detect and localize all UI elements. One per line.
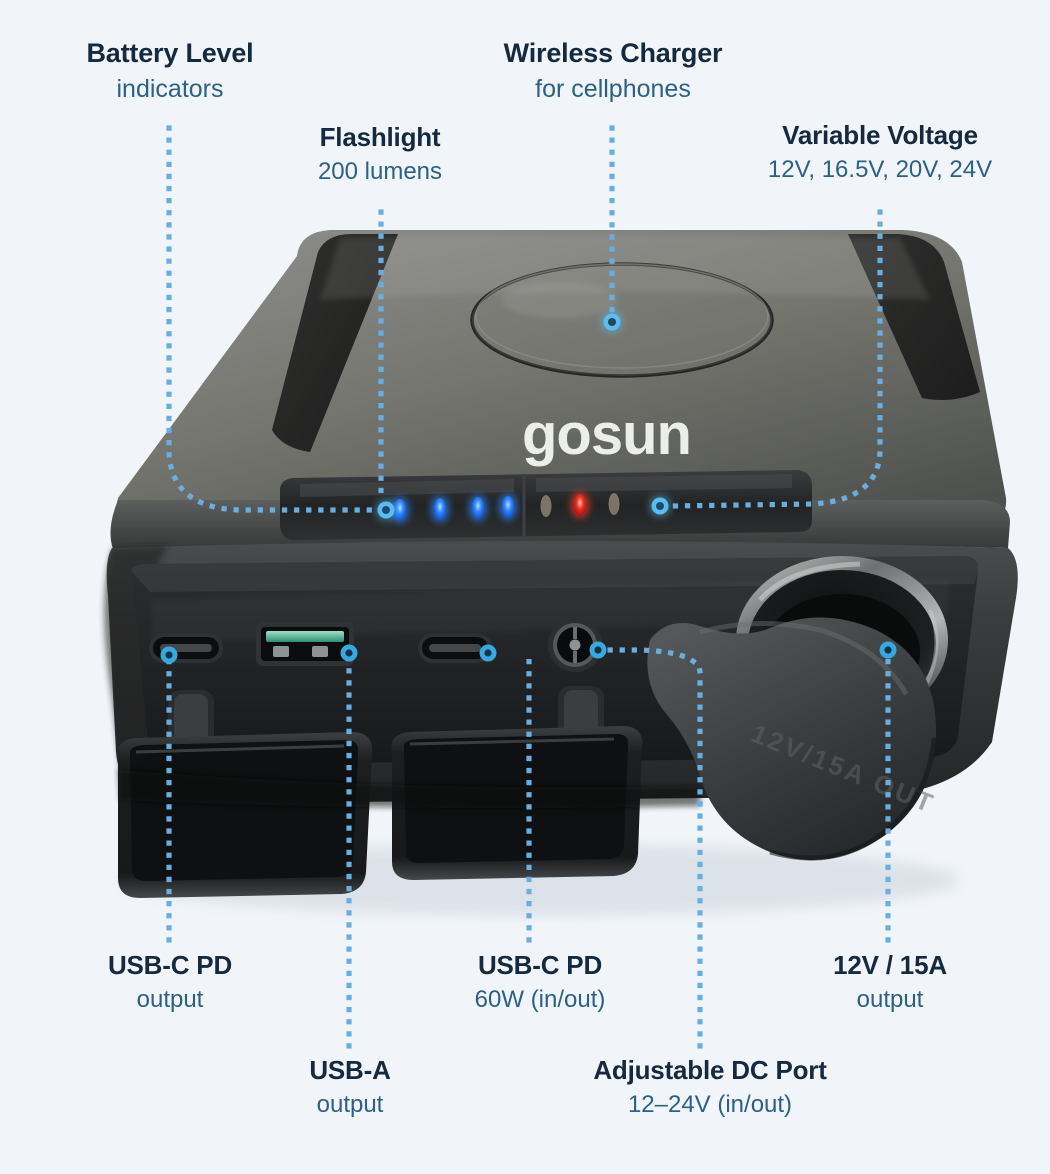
callout-flashlight: Flashlight 200 lumens: [210, 122, 550, 186]
callout-title-12v-15a: 12V / 15A: [833, 950, 947, 980]
callout-usb-a: USB-A output: [180, 1055, 520, 1119]
callout-title-usb-c-pd-left: USB-C PD: [107, 950, 233, 980]
callout-title-flashlight: Flashlight: [319, 122, 441, 152]
led-battery-2: [434, 498, 446, 520]
led-battery-1: [394, 499, 406, 521]
variable-voltage-leds: [540, 492, 620, 518]
led-voltage-3: [608, 493, 620, 515]
adjustable-dc-port: [548, 618, 602, 672]
callout-title-usb-c-pd-60w: USB-C PD: [477, 950, 603, 980]
brand-logo: gosun: [522, 402, 691, 467]
callout-subtitle-usb-c-pd-left: output: [136, 985, 204, 1013]
led-battery-3: [472, 497, 484, 519]
callout-12v-15a: 12V / 15A output: [720, 950, 1050, 1014]
callout-title-usb-a: USB-A: [309, 1055, 391, 1085]
usb-c-port-left: [149, 633, 223, 663]
callout-subtitle-12v-15a: output: [856, 985, 924, 1013]
callout-subtitle-usb-c-pd-60w: 60W (in/out): [474, 985, 606, 1013]
port-cover-left: [117, 690, 373, 898]
led-voltage-1: [540, 495, 552, 517]
callout-usb-c-pd-60w: USB-C PD 60W (in/out): [370, 950, 710, 1014]
callout-variable-voltage: Variable Voltage 12V, 16.5V, 20V, 24V: [710, 120, 1050, 184]
callout-battery-level: Battery Level indicators: [0, 38, 340, 104]
socket-rubber-cap: 12V/15A OUT: [647, 617, 940, 861]
usb-a-insert: [266, 631, 344, 642]
callout-subtitle-usb-a: output: [316, 1090, 384, 1118]
battery-level-leds: [391, 494, 517, 523]
callout-title-wireless-charger: Wireless Charger: [503, 38, 723, 68]
callout-subtitle-variable-voltage: 12V, 16.5V, 20V, 24V: [767, 155, 993, 183]
usb-a-port: [256, 622, 354, 666]
usb-c-port-right: [418, 633, 492, 663]
led-battery-4: [502, 496, 514, 518]
callout-subtitle-adjustable-dc-port: 12–24V (in/out): [627, 1090, 793, 1118]
device-left-corner-shading: [104, 546, 200, 804]
callout-subtitle-flashlight: 200 lumens: [317, 157, 443, 185]
callout-title-variable-voltage: Variable Voltage: [782, 120, 978, 150]
callout-usb-c-pd-left: USB-C PD output: [0, 950, 340, 1014]
callout-adjustable-dc-port: Adjustable DC Port 12–24V (in/out): [540, 1055, 880, 1119]
callout-title-adjustable-dc-port: Adjustable DC Port: [593, 1055, 827, 1085]
callout-subtitle-battery-level: indicators: [116, 74, 224, 103]
led-voltage-2: [574, 494, 586, 516]
callout-title-battery-level: Battery Level: [86, 38, 254, 68]
callout-wireless-charger: Wireless Charger for cellphones: [443, 38, 783, 104]
callout-subtitle-wireless-charger: for cellphones: [535, 74, 691, 103]
